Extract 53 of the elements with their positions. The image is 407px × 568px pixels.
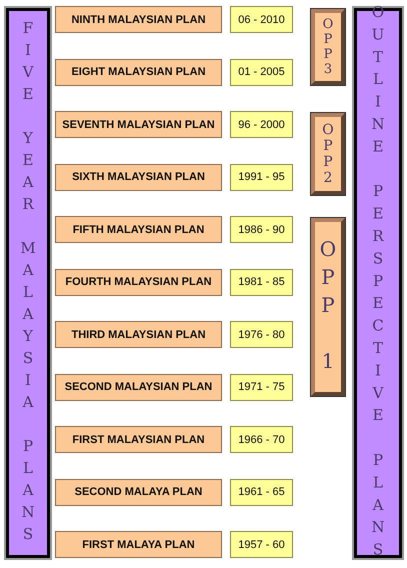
plan-box (55, 58, 222, 86)
plan-name: FOURTH MALAYSIAN PLAN (65, 276, 212, 288)
side-banner (6, 8, 50, 558)
year-range: 06 - 2010 (238, 14, 285, 26)
plan-name: NINTH MALAYSIAN PLAN (71, 14, 206, 26)
year-range: 1981 - 85 (238, 276, 285, 288)
plan-name: SECOND MALAYSIAN PLAN (64, 381, 212, 393)
year-box (230, 531, 293, 558)
plan-name: FIFTH MALAYSIAN PLAN (72, 224, 204, 236)
year-box (230, 6, 293, 33)
year-box (230, 426, 293, 453)
plan-box (55, 111, 222, 138)
year-box (230, 164, 293, 190)
vertical-title: OPP2 (320, 122, 336, 186)
year-box (230, 268, 293, 296)
vertical-title: FIVE YEAR MALAYSIA PLANS (19, 19, 37, 547)
year-box (230, 478, 293, 506)
year-range: 1986 - 90 (238, 224, 285, 236)
year-range: 1991 - 95 (238, 171, 285, 183)
year-range: 1971 - 75 (238, 381, 285, 393)
plan-box (55, 164, 222, 190)
plan-box (55, 6, 222, 33)
year-box (230, 374, 293, 400)
year-box (230, 216, 293, 243)
plan-name: SECOND MALAYA PLAN (74, 486, 202, 498)
year-range: 01 - 2005 (238, 66, 285, 78)
plan-box (55, 216, 222, 243)
year-box (230, 58, 293, 86)
year-range: 1961 - 65 (238, 486, 285, 498)
plan-box (55, 426, 222, 453)
year-box (230, 111, 293, 138)
plan-box (55, 531, 222, 558)
plan-name: SEVENTH MALAYSIAN PLAN (62, 118, 215, 130)
year-range: 96 - 2000 (238, 118, 285, 130)
plan-box (55, 478, 222, 506)
opp-box (311, 9, 345, 85)
plan-name: THIRD MALAYSIAN PLAN (71, 328, 206, 340)
plan-name: FIRST MALAYSIAN PLAN (72, 434, 205, 446)
vertical-title: OPP3 (320, 17, 336, 77)
plan-name: FIRST MALAYA PLAN (82, 538, 195, 550)
plan-name: EIGHT MALAYSIAN PLAN (71, 66, 206, 78)
year-range: 1957 - 60 (238, 538, 285, 550)
vertical-title: OPP 1 (316, 237, 340, 377)
plan-box (55, 374, 222, 400)
plan-box (55, 321, 222, 348)
year-box (230, 321, 293, 348)
year-range: 1966 - 70 (238, 434, 285, 446)
opp-box (311, 218, 345, 396)
plan-box (55, 268, 222, 296)
plan-name: SIXTH MALAYSIAN PLAN (72, 171, 205, 183)
year-range: 1976 - 80 (238, 328, 285, 340)
vertical-title: OUTLINE PERSPECTIVE PLANS (369, 3, 387, 563)
opp-box (311, 113, 345, 195)
